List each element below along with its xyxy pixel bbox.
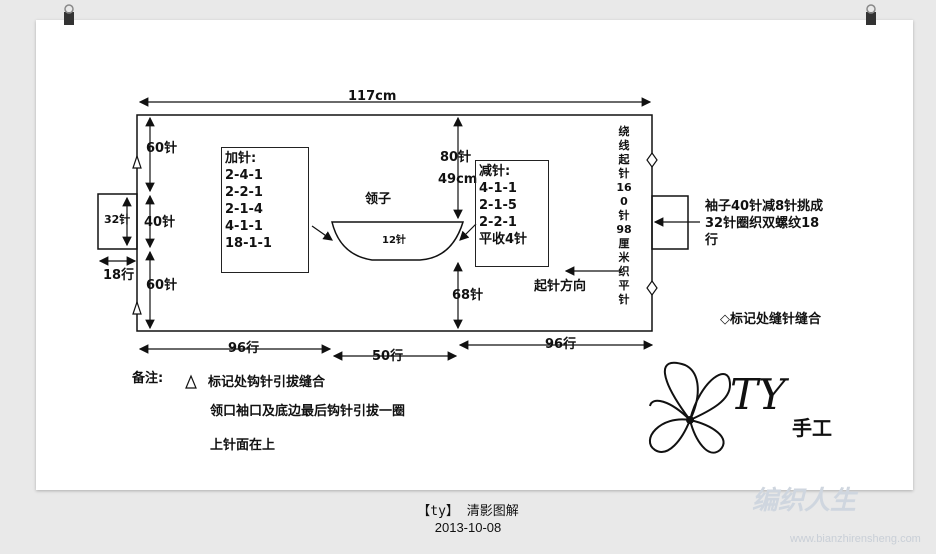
brand-logo-suffix: 手工 — [792, 416, 832, 440]
increase-row: 18-1-1 — [225, 236, 272, 251]
left-mid-label: 40针 — [144, 215, 176, 230]
neck-opening — [331, 221, 465, 261]
flower-logo — [648, 361, 732, 454]
center-bottom-label: 68针 — [452, 288, 484, 303]
bottom-right-rows: 96行 — [545, 337, 577, 352]
brand-logo-letters: TY — [730, 370, 786, 419]
left-cuff — [97, 193, 138, 250]
sleeve-note: 袖子40针减8针挑成 32针圈织双螺纹18 行 — [705, 198, 823, 249]
bottom-left-rows: 96行 — [228, 341, 260, 356]
decrease-row: 2-2-1 — [479, 215, 517, 230]
direction-label: 起针方向 — [534, 279, 587, 294]
neck-label: 领子 — [365, 192, 392, 207]
watermark-url: www.bianzhirensheng.com — [790, 533, 921, 545]
cuff-left-label: 32针 — [104, 213, 131, 226]
watermark-text: 编织人生 — [752, 486, 857, 516]
increase-row: 2-1-4 — [225, 202, 263, 217]
sleeve-note-line: 袖子40针减8针挑成 — [705, 199, 824, 214]
notes-line3: 上针面在上 — [210, 438, 276, 453]
center-top-label: 80针 — [440, 150, 472, 165]
decrease-row: 2-1-5 — [479, 198, 517, 213]
center-width-label: 49cm — [438, 172, 478, 187]
increase-row: 4-1-1 — [225, 219, 263, 234]
increase-row: 2-4-1 — [225, 168, 263, 183]
increase-row: 2-2-1 — [225, 185, 263, 200]
increase-box — [221, 147, 309, 273]
notes-triangle: 标记处钩针引拔缝合 — [208, 375, 326, 390]
notes-title: 备注: — [132, 371, 164, 386]
bottom-mid-rows: 50行 — [372, 349, 404, 364]
decrease-row: 4-1-1 — [479, 181, 517, 196]
sleeve-note-line: 行 — [705, 233, 719, 248]
body-rectangle — [136, 114, 653, 332]
increase-title: 加针: — [225, 151, 257, 166]
seam-note: ◇标记处缝针缝合 — [720, 312, 821, 327]
cuff-left-rows: 18行 — [103, 268, 135, 283]
neck-inner-label: 12针 — [382, 235, 406, 246]
caption-date: 2013-10-08 — [434, 520, 502, 535]
decrease-title: 减针: — [479, 164, 511, 179]
left-bottom-label: 60针 — [146, 278, 178, 293]
binder-clip-left-icon — [64, 4, 74, 25]
cast-on-note: 绕线起针160针98厘米织平针 — [616, 125, 632, 306]
caption-title: 【ty】 清影图解 — [417, 504, 519, 519]
sleeve-note-line: 32针圈织双螺纹18 — [705, 216, 820, 231]
width-label: 117cm — [348, 89, 397, 104]
decrease-row: 平收4针 — [479, 232, 528, 247]
binder-clip-right-icon — [866, 4, 876, 25]
notes-line2: 领口袖口及底边最后钩针引拔一圈 — [210, 404, 406, 419]
decrease-list: 减针: 4-1-1 2-1-5 2-2-1 平收4针 — [479, 163, 527, 248]
left-top-label: 60针 — [146, 141, 178, 156]
decrease-box — [475, 160, 549, 267]
increase-list: 加针: 2-4-1 2-2-1 2-1-4 4-1-1 18-1-1 — [225, 150, 272, 252]
